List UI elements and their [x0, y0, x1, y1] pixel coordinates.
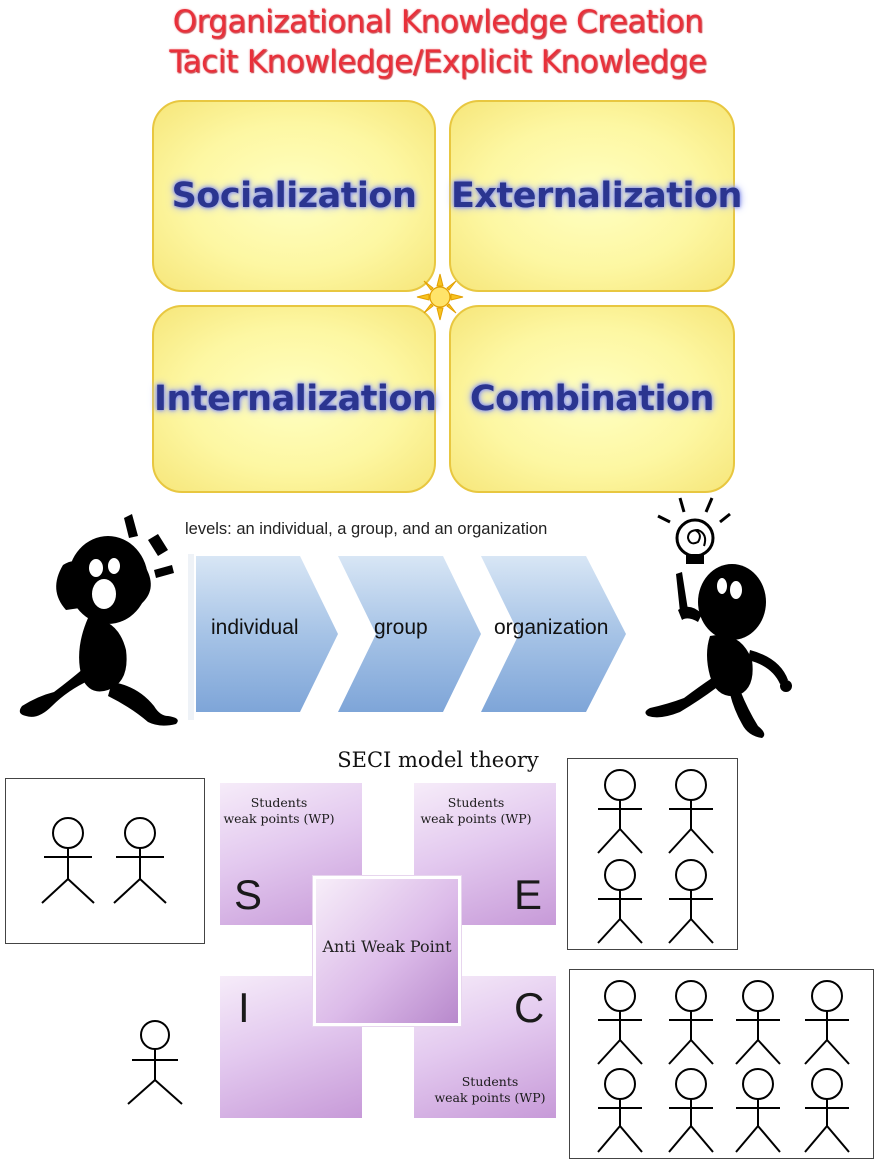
- stick-figure-icon: [668, 980, 714, 1065]
- letter-e: E: [514, 871, 543, 918]
- stick-figure-icon: [668, 1068, 714, 1153]
- wp-line2: weak points (WP): [420, 810, 532, 826]
- stick-figure-icon: [597, 980, 643, 1065]
- stick-figure-icon: [804, 980, 850, 1065]
- stick-figure-icon: [597, 1068, 643, 1153]
- sun-icon: [416, 273, 464, 321]
- seci-center-square: Anti Weak Point: [313, 876, 461, 1026]
- idea-person-icon: [645, 497, 792, 738]
- four-figures-box: [567, 758, 738, 950]
- letter-c: C: [514, 984, 545, 1031]
- step-group: group: [374, 616, 428, 639]
- step-organization: organization: [494, 616, 609, 639]
- levels-note: levels: an individual, a group, and an o…: [185, 520, 548, 538]
- wp-line1: Students: [447, 795, 505, 810]
- quadrant-socialization: Socialization: [152, 100, 436, 292]
- stick-figure-icon: [597, 769, 643, 854]
- seci-square-e: Students weak points (WP) E: [414, 783, 556, 925]
- quadrant-internalization-label: Internalization: [154, 379, 437, 419]
- level-flow: individual group organization: [188, 554, 628, 720]
- wp-text-s: Students weak points (WP): [220, 795, 338, 826]
- confused-person-icon: [19, 514, 178, 726]
- wp-line2: weak points (WP): [434, 1089, 546, 1105]
- stick-figure-icon: [668, 769, 714, 854]
- wp-line1: Students: [250, 795, 308, 810]
- stick-figure-icon: [597, 859, 643, 944]
- wp-text-c: Students weak points (WP): [428, 1074, 552, 1105]
- flow-shadow-bar: [188, 554, 194, 720]
- stick-figure-icon: [113, 817, 167, 904]
- stick-figure-icon: [735, 1068, 781, 1153]
- quadrant-combination-label: Combination: [470, 379, 714, 419]
- pair-figures-box: [5, 778, 205, 944]
- quadrant-socialization-label: Socialization: [171, 176, 417, 216]
- quadrant-externalization-label: Externalization: [451, 176, 742, 216]
- stick-figure-icon: [804, 1068, 850, 1153]
- stick-figure-icon: [668, 859, 714, 944]
- stick-figure-icon: [127, 1020, 183, 1105]
- quadrant-combination: Combination: [449, 305, 735, 493]
- chevron-group: [338, 556, 481, 712]
- chevron-organization: [481, 556, 626, 712]
- wp-line2: weak points (WP): [223, 810, 335, 826]
- wp-line1: Students: [461, 1074, 519, 1089]
- seci-model-title: SECI model theory: [337, 748, 539, 772]
- quadrant-internalization: Internalization: [152, 305, 437, 493]
- lightbulb-icon: [657, 497, 731, 564]
- quadrant-externalization: Externalization: [449, 100, 742, 292]
- title-line-1: Organizational Knowledge Creation: [172, 4, 704, 40]
- step-individual: individual: [211, 616, 299, 639]
- wp-text-e: Students weak points (WP): [414, 795, 538, 826]
- eight-figures-box: [569, 969, 874, 1159]
- title-line-2: Tacit Knowledge/Explicit Knowledge: [169, 44, 707, 80]
- seci-square-i: I: [220, 976, 362, 1118]
- stick-figure-icon: [735, 980, 781, 1065]
- anti-weak-point-label: Anti Weak Point: [322, 937, 452, 956]
- letter-i: I: [238, 984, 250, 1031]
- stick-figure-icon: [41, 817, 95, 904]
- letter-s: S: [234, 871, 263, 918]
- chevron-individual: [196, 556, 338, 712]
